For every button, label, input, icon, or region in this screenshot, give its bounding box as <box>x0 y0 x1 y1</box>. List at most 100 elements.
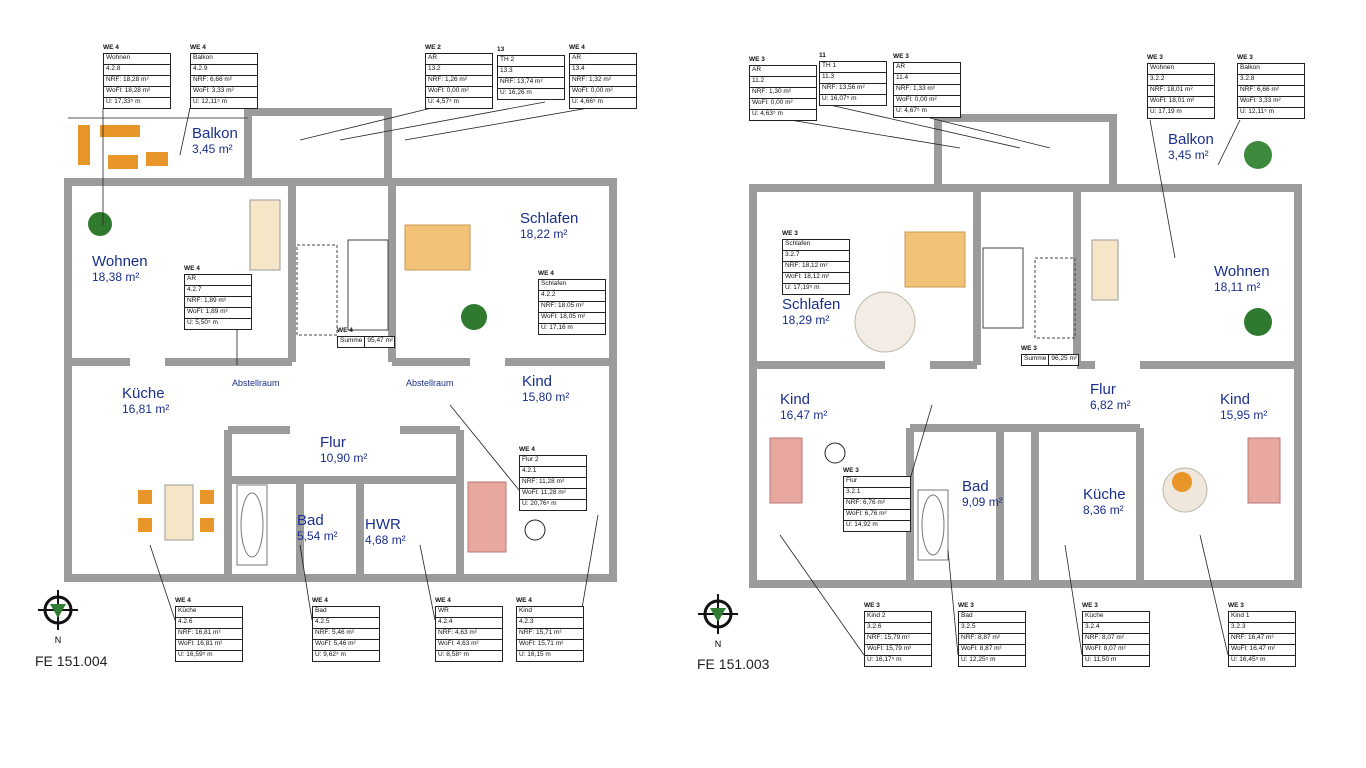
tag-row: U: 4,67⁵ m <box>896 106 927 114</box>
tag-row: 4.2.2 <box>539 291 605 302</box>
tag-unit: WE 3 <box>1021 345 1037 352</box>
tag-row: NRF: 11,28 m² <box>520 478 586 489</box>
tag-row: U: 17,19 m <box>1150 107 1182 115</box>
tag-row: 3.2.2 <box>1148 75 1214 86</box>
tag-row: 3.2.8 <box>1238 75 1304 86</box>
tag-row: 11.3 <box>820 73 886 84</box>
tag-row: Kind 2 <box>865 612 931 623</box>
plan-right-stairs <box>982 247 1076 339</box>
tag-row: 13.2 <box>426 65 492 76</box>
tag-row: 3.2.6 <box>865 623 931 634</box>
tag-row: Flur <box>844 477 910 488</box>
tag-unit: 13 <box>497 46 505 53</box>
tag-row: 4.2.9 <box>191 65 257 76</box>
tag-row: 13.4 <box>570 65 636 76</box>
tag-row: 3.2.4 <box>1083 623 1149 634</box>
room-name: Bad <box>297 512 324 529</box>
tag-unit: WE 3 <box>749 56 765 63</box>
tag-unit: WE 4 <box>184 265 200 272</box>
tag-row: 4.2.8 <box>104 65 170 76</box>
tag-row: U: 12,11⁵ m <box>193 97 228 105</box>
tag-unit: WE 4 <box>519 446 535 453</box>
room-area: 18,22 m² <box>520 226 568 241</box>
tag-row: NRF: 13,56 m² <box>820 84 886 95</box>
tag-row: 4.2.4 <box>436 618 502 629</box>
tag-row: WoFl: 8,87 m² <box>959 645 1025 656</box>
tag-unit: WE 2 <box>425 44 441 51</box>
tag-row: U: 16,07⁵ m <box>822 94 857 102</box>
tag-row: 3.2.7 <box>783 251 849 262</box>
tag-row: WoFl: 4,63 m² <box>436 640 502 651</box>
tag-row: 13.3 <box>498 67 564 78</box>
tag-row: NRF: 18,28 m² <box>104 76 170 87</box>
room-name: Flur <box>320 434 346 451</box>
tag-unit: WE 4 <box>538 270 554 277</box>
tag-row: U: 16,59⁵ m <box>178 650 213 658</box>
plan-code: FE 151.004 <box>35 653 108 669</box>
tag-row: U: 9,62⁵ m <box>315 650 346 658</box>
room-area: 3,45 m² <box>192 141 233 156</box>
tag-row: WoFl: 18,28 m² <box>104 87 170 98</box>
tag-unit: WE 4 <box>312 597 328 604</box>
tag-row: 11.2 <box>750 77 816 88</box>
tag-row: Wohnen <box>104 54 170 65</box>
tag-row: U: 16,17⁵ m <box>867 655 902 663</box>
tag-row: U: 12,25⁵ m <box>961 655 996 663</box>
room-name: Wohnen <box>92 253 148 270</box>
tag-row: 3.2.5 <box>959 623 1025 634</box>
tag-row: NRF: 16,47 m² <box>1229 634 1295 645</box>
tag-row: Schlafen <box>539 280 605 291</box>
tag-unit: WE 4 <box>190 44 206 51</box>
room-name: Balkon <box>192 125 238 142</box>
tag-row: U: 12,11⁵ m <box>1240 107 1275 115</box>
tag-unit: WE 3 <box>958 602 974 609</box>
tag-row: 4.2.6 <box>176 618 242 629</box>
tag-row: WoFl: 16,81 m² <box>176 640 242 651</box>
tag-row: WoFl: 0,00 m² <box>426 87 492 98</box>
tag-row: 11.4 <box>894 74 960 85</box>
tag-row: NRF: 1,26 m² <box>426 76 492 87</box>
room-area: 15,80 m² <box>522 389 570 404</box>
tag-row: AR <box>185 275 251 286</box>
tag-row: TH 1 <box>820 62 886 73</box>
room-area: 15,95 m² <box>1220 407 1268 422</box>
tag-row: AR <box>894 63 960 74</box>
room-name: Kind <box>1220 391 1251 408</box>
summary-label: Summe <box>1022 354 1050 365</box>
plan-right-walls <box>749 114 1302 588</box>
room-area: 18,29 m² <box>782 312 830 327</box>
tag-unit: WE 3 <box>864 602 880 609</box>
tag-row: WoFl: 18,05 m² <box>539 313 605 324</box>
tag-row: U: 16,45⁵ m <box>1231 655 1266 663</box>
plan-right-furniture <box>769 141 1281 561</box>
tag-unit: WE 4 <box>103 44 119 51</box>
tag-row: NRF: 6,76 m² <box>844 499 910 510</box>
compass-label: N <box>54 635 62 645</box>
tag-row: U: 20,76⁵ m <box>522 499 557 507</box>
summary-value: 95,47 m² <box>367 336 394 344</box>
